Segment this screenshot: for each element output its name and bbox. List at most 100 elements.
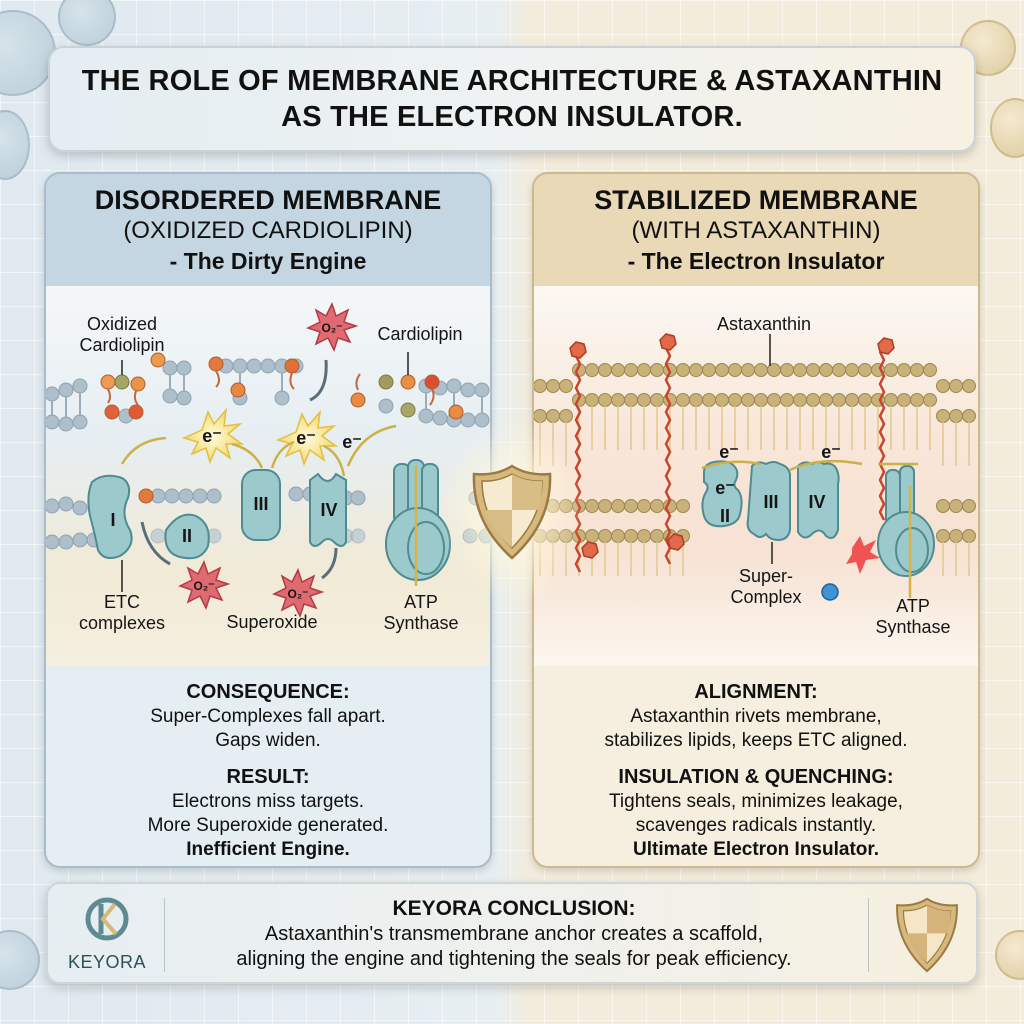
lipid-head xyxy=(858,363,872,377)
lipid-head xyxy=(624,529,638,543)
cell-decoration xyxy=(58,0,116,46)
divider xyxy=(868,898,869,972)
lipid-head xyxy=(819,393,833,407)
conclusion-line: aligning the engine and tightening the s… xyxy=(236,948,792,970)
panel-subheading: (OXIDIZED CARDIOLIPIN) xyxy=(123,217,413,244)
complex-iv-label: IV xyxy=(320,500,338,520)
quenched-radical-spark xyxy=(821,536,880,601)
superoxide-symbol: O₂⁻ xyxy=(321,321,343,335)
membrane-illustration xyxy=(46,302,490,618)
title-line-2: AS THE ELECTRON INSULATOR. xyxy=(281,101,743,133)
lipid-head xyxy=(585,393,599,407)
lipid-head xyxy=(884,363,898,377)
panel-header: DISORDERED MEMBRANE (OXIDIZED CARDIOLIPI… xyxy=(46,174,490,286)
lipid-head xyxy=(624,363,638,377)
complex-ii-label: II xyxy=(181,526,192,546)
lipid-head xyxy=(949,499,963,513)
lipid-head xyxy=(676,499,690,513)
electron-flow-arrows xyxy=(701,459,918,598)
complex-iii-label: III xyxy=(763,492,779,512)
lipid-head xyxy=(650,363,664,377)
lipid-head xyxy=(806,363,820,377)
keyora-k-logo-icon xyxy=(85,897,129,941)
consequence-heading: CONSEQUENCE: xyxy=(186,681,350,703)
panel-heading: DISORDERED MEMBRANE xyxy=(94,185,442,215)
lipid-head xyxy=(585,499,599,513)
insulation-line: Tightens seals, minimizes leakage, xyxy=(609,791,903,812)
superoxide-arrows xyxy=(140,359,338,580)
complex-iii-label: III xyxy=(253,494,269,514)
lipid-head xyxy=(598,363,612,377)
lipid-head xyxy=(624,499,638,513)
cardiolipin-lipids xyxy=(100,352,464,420)
lipid-head xyxy=(936,499,950,513)
lipid-head xyxy=(962,379,976,393)
lipid-head xyxy=(598,393,612,407)
lipid-head xyxy=(832,363,846,377)
alignment-line: stabilizes lipids, keeps ETC aligned. xyxy=(604,730,908,751)
lipid-head xyxy=(897,363,911,377)
lipid-head xyxy=(637,529,651,543)
lipid-head xyxy=(637,393,651,407)
label-astaxanthin: Astaxanthin xyxy=(716,314,812,334)
cell-decoration xyxy=(990,98,1024,158)
consequence-line: Gaps widen. xyxy=(215,730,321,751)
lipid-head xyxy=(598,529,612,543)
insulation-heading: INSULATION & QUENCHING: xyxy=(618,766,894,788)
superoxide-radicals xyxy=(178,302,359,618)
label-superoxide: Superoxide xyxy=(226,612,318,632)
lipid-head xyxy=(637,363,651,377)
keyora-logo: KEYORA xyxy=(62,894,152,976)
lipid-head xyxy=(780,393,794,407)
lipid-head xyxy=(845,363,859,377)
etc-complex-shapes xyxy=(87,459,451,581)
lipid-head xyxy=(936,379,950,393)
lipid-head xyxy=(962,409,976,423)
consequence-line: Super-Complexes fall apart. xyxy=(150,706,386,727)
superoxide-symbol: O₂⁻ xyxy=(287,587,309,601)
lipid-head xyxy=(832,393,846,407)
lipid-head xyxy=(611,393,625,407)
shield-icon xyxy=(472,464,552,560)
lipid-head xyxy=(534,379,547,393)
lipid-head xyxy=(754,363,768,377)
lipid-head xyxy=(819,363,833,377)
disordered-membrane-panel: DISORDERED MEMBRANE (OXIDIZED CARDIOLIPI… xyxy=(44,172,492,868)
lipid-head xyxy=(741,363,755,377)
conclusion-text: KEYORA CONCLUSION: Astaxanthin's transme… xyxy=(178,896,850,972)
lipid-head xyxy=(728,363,742,377)
complex-i-label: I xyxy=(110,510,116,530)
label-oxidized-cardiolipin: Oxidized Cardiolipin xyxy=(79,314,165,355)
leader-lines xyxy=(121,352,409,592)
lipid-head xyxy=(936,529,950,543)
lipid-head xyxy=(923,363,937,377)
label-atp-synthase: ATP Synthase xyxy=(383,592,459,633)
lipid-head xyxy=(715,393,729,407)
leader-lines xyxy=(769,334,773,564)
lipid-head xyxy=(689,393,703,407)
lipid-head xyxy=(949,379,963,393)
stabilized-membrane-diagram: Astaxanthin Super- Complex ATP Synthase … xyxy=(534,286,978,666)
divider xyxy=(164,898,165,972)
upper-lipid-bilayer xyxy=(46,358,490,432)
lipid-head xyxy=(611,363,625,377)
alignment-heading: ALIGNMENT: xyxy=(694,681,818,703)
lipid-head xyxy=(702,363,716,377)
lipid-head xyxy=(806,393,820,407)
lipid-head xyxy=(767,393,781,407)
lipid-head xyxy=(754,393,768,407)
lipid-head xyxy=(611,529,625,543)
result-heading: RESULT: xyxy=(226,766,310,788)
lipid-head xyxy=(689,363,703,377)
lipid-head xyxy=(936,409,950,423)
panel-explanation: ALIGNMENT: Astaxanthin rivets membrane, … xyxy=(534,666,978,862)
membrane-illustration xyxy=(534,333,976,601)
lipid-head xyxy=(624,393,638,407)
electron-symbol: e⁻ xyxy=(821,442,841,462)
shield-icon xyxy=(896,897,958,973)
super-complex-shape xyxy=(701,460,935,577)
electron-symbol: e⁻ xyxy=(719,442,739,462)
label-super-complex: Super- Complex xyxy=(730,566,802,607)
lipid-head xyxy=(559,379,573,393)
electron-symbol: e⁻ xyxy=(202,426,222,446)
